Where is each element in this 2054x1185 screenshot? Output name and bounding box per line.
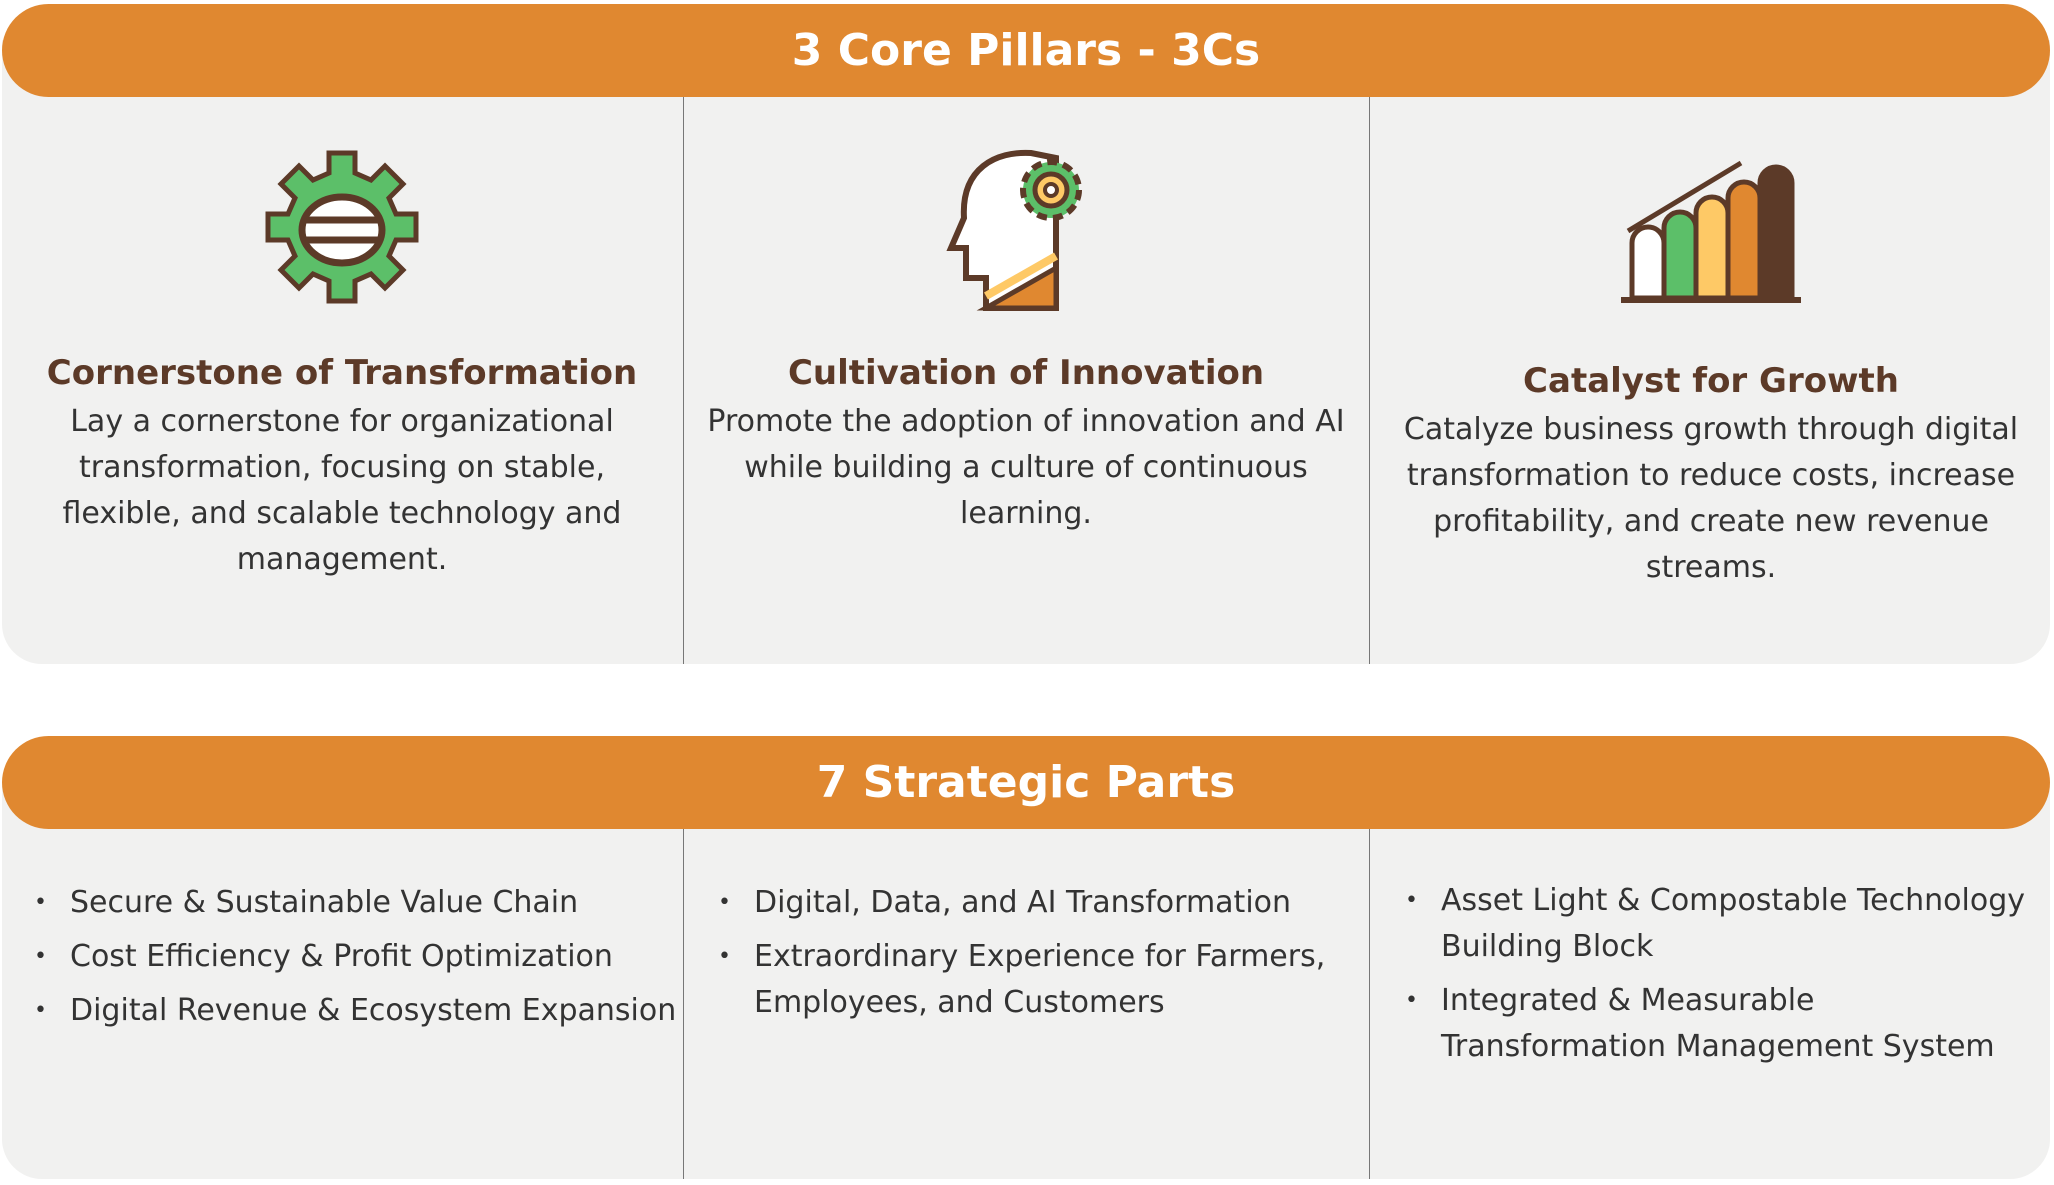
head-gear-icon <box>946 149 1082 311</box>
parts-column-1: Secure & Sustainable Value Chain Cost Ef… <box>14 880 698 1042</box>
pillars-header: 3 Core Pillars - 3Cs <box>2 4 2050 97</box>
growth-chart-icon <box>1621 160 1801 303</box>
pillar-catalyst: Catalyst for Growth Catalyze business gr… <box>1369 148 2053 591</box>
pillar-cornerstone: Cornerstone of Transformation Lay a corn… <box>0 148 684 583</box>
parts-header: 7 Strategic Parts <box>2 736 2050 829</box>
part-item: Extraordinary Experience for Farmers, Em… <box>718 934 1372 1026</box>
pillar-cultivation: Cultivation of Innovation Promote the ad… <box>684 148 1368 537</box>
pillar-title: Cultivation of Innovation <box>787 353 1265 393</box>
parts-column-2: Digital, Data, and AI Transformation Ext… <box>698 880 1382 1034</box>
parts-column-3: Asset Light & Compostable Technology Bui… <box>1385 878 2054 1078</box>
divider <box>1369 97 1370 664</box>
pillar-text: Promote the adoption of innovation and A… <box>707 404 1345 531</box>
pillar-title: Catalyst for Growth <box>1523 361 1899 401</box>
part-item: Digital Revenue & Ecosystem Expansion <box>34 988 688 1034</box>
part-item: Secure & Sustainable Value Chain <box>34 880 688 926</box>
divider <box>683 97 684 664</box>
part-item: Asset Light & Compostable Technology Bui… <box>1405 878 2029 970</box>
pillar-title: Cornerstone of Transformation <box>46 353 638 393</box>
pillars-panel <box>2 40 2050 664</box>
part-item: Cost Efficiency & Profit Optimization <box>34 934 688 980</box>
pillars-title: 3 Core Pillars - 3Cs <box>791 25 1261 76</box>
pillar-text: Lay a cornerstone for organizational tra… <box>62 404 622 577</box>
gear-globe-icon <box>265 150 419 304</box>
part-item: Digital, Data, and AI Transformation <box>718 880 1372 926</box>
part-item: Integrated & Measurable Transformation M… <box>1405 978 2029 1070</box>
parts-title: 7 Strategic Parts <box>816 757 1236 808</box>
pillar-text: Catalyze business growth through digital… <box>1403 412 2019 585</box>
